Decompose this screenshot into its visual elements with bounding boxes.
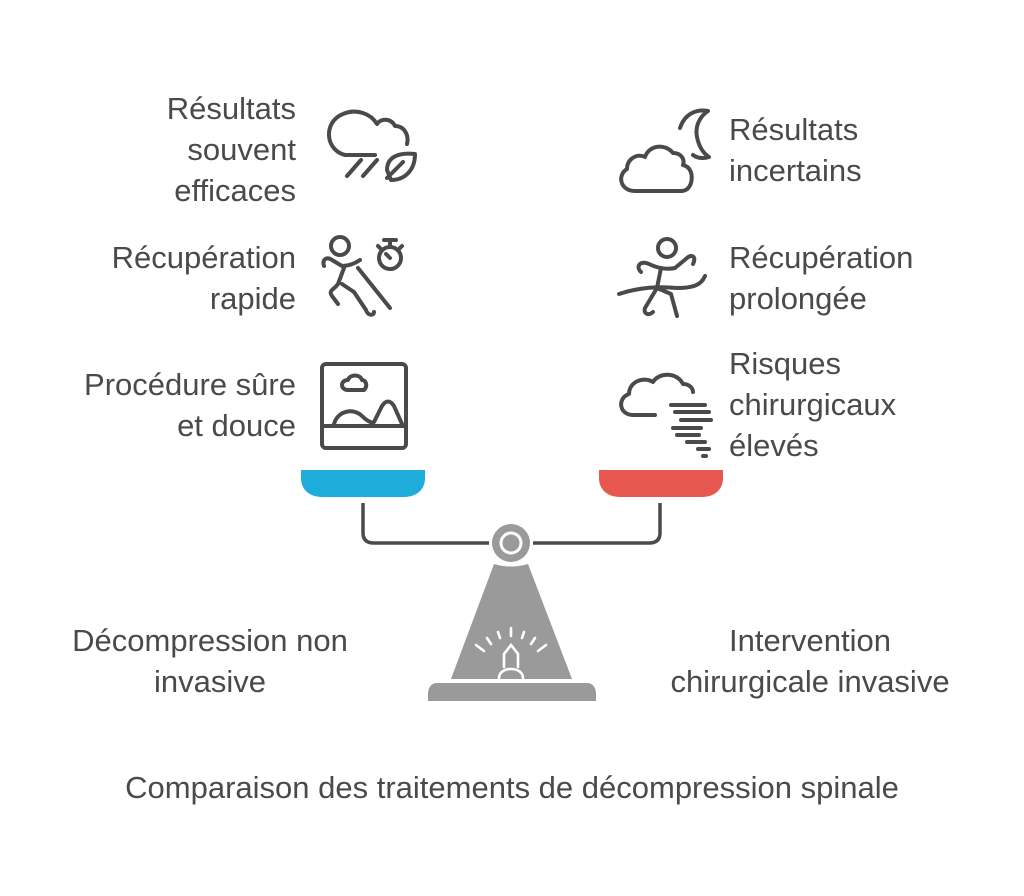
text-line: Récupération [111,240,296,275]
text-line: Intervention [729,623,891,658]
text-line: souvent [187,132,296,167]
text-line: Décompression non [72,623,348,658]
left-item-3-label: Procédure sûre et douce [84,364,296,446]
right-side-label: Intervention chirurgicale invasive [640,620,980,702]
left-item-2-label: Récupération rapide [112,237,296,319]
text-line: Procédure sûre [84,367,296,402]
alarm-light-icon [474,626,548,680]
runner-finish-line-icon [617,237,707,318]
left-pan [301,470,425,497]
scale-beam-left [361,503,489,545]
text-line: Risques [729,346,841,381]
text-line: invasive [154,664,266,699]
text-line: chirurgicale invasive [670,664,950,699]
right-item-3-label: Risques chirurgicaux élevés [729,343,896,466]
runner-stopwatch-icon [321,235,404,317]
scale-stand [451,564,572,679]
text-line: prolongée [729,281,867,316]
cloud-tornado-icon [619,372,713,458]
scale-base [428,683,596,701]
landscape-picture-icon [320,362,408,450]
left-side-label: Décompression non invasive [40,620,380,702]
pivot-circle [492,524,530,562]
text-line: chirurgicaux [729,387,897,422]
text-line: Résultats [166,91,296,126]
right-item-1-label: Résultats incertains [729,109,862,191]
text-line: élevés [729,428,819,463]
right-pan [599,470,723,497]
cloud-moon-icon [619,108,711,193]
cloud-rain-leaf-icon [327,109,417,182]
text-line: et douce [177,408,296,443]
text-line: Résultats [729,112,859,147]
text-line: Récupération [729,240,914,275]
diagram-title: Comparaison des traitements de décompres… [125,770,899,805]
text-line: incertains [729,153,862,188]
text-line: efficaces [174,173,296,208]
left-item-1-label: Résultats souvent efficaces [167,88,296,211]
right-item-2-label: Récupération prolongée [729,237,913,319]
scale-beam-right [533,503,662,545]
text-line: rapide [209,281,296,316]
